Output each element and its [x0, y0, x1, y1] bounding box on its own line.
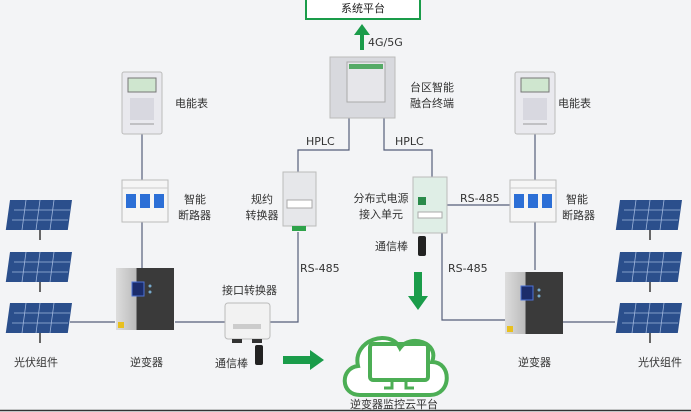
pv-panel-icon: [4, 251, 73, 293]
right-arrow-icon: [283, 350, 324, 370]
hplc-left-label: HPLC: [306, 135, 335, 148]
interface-converter-label: 接口转换器: [222, 284, 277, 297]
left-meter-device: [121, 71, 163, 135]
comm-stick-icon: [418, 236, 426, 256]
right-inverter-label: 逆变器: [518, 356, 551, 369]
cloud-platform-label: 逆变器监控云平台: [350, 398, 438, 411]
right-breaker-device: [509, 179, 557, 223]
down-arrow-icon: [408, 272, 428, 310]
distributed-access-unit-device: [412, 176, 448, 234]
left-breaker-label-1: 智能: [184, 193, 206, 206]
pv-panel-icon: [614, 251, 683, 293]
pv-panel-icon: [4, 302, 73, 344]
pv-panel-icon: [4, 199, 73, 241]
cloud-platform-icon: [342, 336, 449, 397]
right-inverter-device: [504, 271, 564, 335]
pv-panel-icon: [614, 302, 683, 344]
left-meter-label: 电能表: [175, 97, 208, 110]
right-meter-label: 电能表: [558, 97, 591, 110]
system-platform-box: 系统平台: [305, 0, 421, 20]
pv-panel-icon: [614, 199, 683, 241]
interface-converter-device: [224, 302, 271, 343]
protocol-converter-label-1: 规约: [251, 193, 273, 206]
right-breaker-label-2: 断路器: [562, 209, 595, 222]
protocol-converter-label-2: 转换器: [245, 209, 279, 222]
protocol-converter-device: [282, 171, 317, 231]
comm-stick-icon: [255, 345, 263, 365]
left-pv-label: 光伏组件: [14, 356, 58, 369]
rs485-right-bottom-label: RS-485: [448, 262, 488, 275]
hplc-right-label: HPLC: [395, 135, 424, 148]
rs485-right-top-label: RS-485: [460, 192, 500, 205]
right-breaker-label-1: 智能: [566, 193, 588, 206]
terminal-label-2: 融合终端: [410, 97, 454, 110]
right-meter-device: [514, 71, 556, 135]
distributed-unit-label-2: 接入单元: [359, 208, 403, 221]
left-breaker-device: [121, 179, 169, 223]
left-inverter-label: 逆变器: [130, 356, 163, 369]
up-arrow-icon: [354, 24, 370, 50]
comm-stick-right-label: 通信棒: [375, 240, 408, 253]
network-label: 4G/5G: [368, 36, 403, 49]
comm-stick-left-label: 通信棒: [215, 357, 248, 370]
terminal-label-1: 台区智能: [410, 81, 454, 94]
fusion-terminal-device: [329, 56, 396, 119]
rs485-left-label: RS-485: [300, 262, 340, 275]
distributed-unit-label-1: 分布式电源: [353, 192, 409, 205]
left-inverter-device: [115, 267, 175, 331]
left-breaker-label-2: 断路器: [178, 209, 211, 222]
right-pv-label: 光伏组件: [638, 356, 682, 369]
